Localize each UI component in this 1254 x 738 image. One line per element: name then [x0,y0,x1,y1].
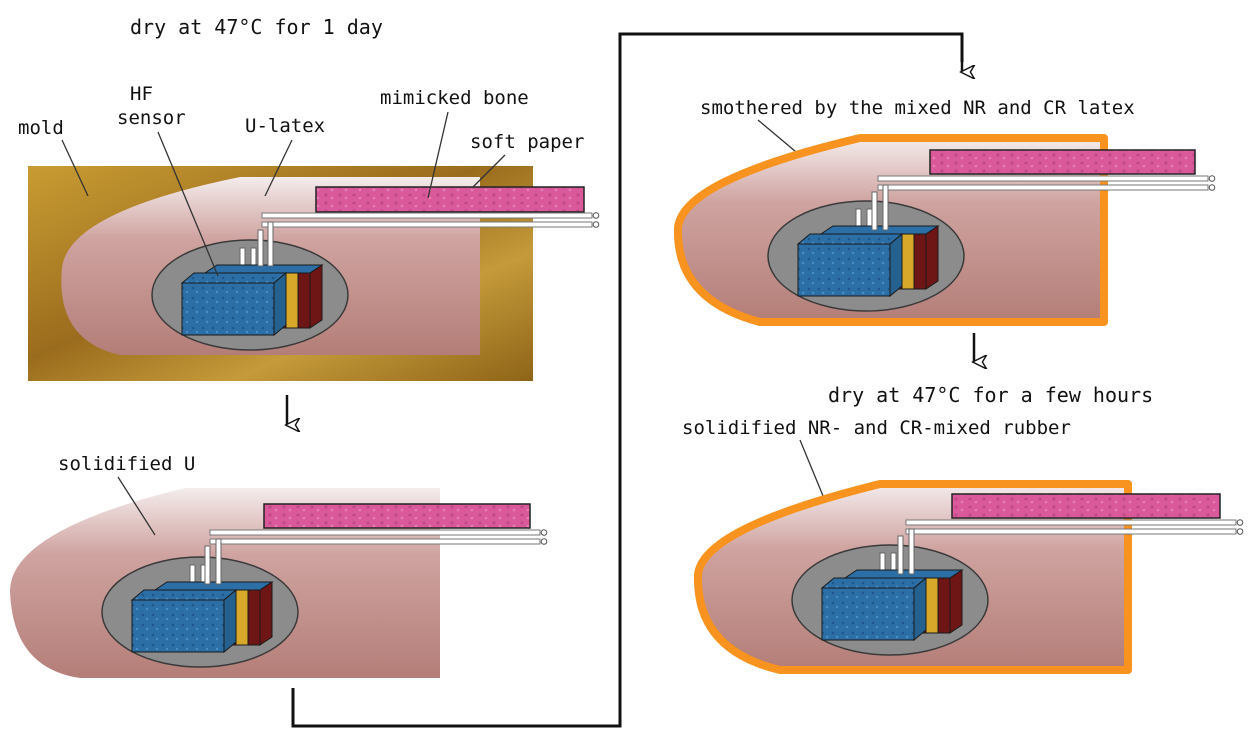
u-latex-label: U-latex [245,115,325,137]
solidified-u-leader [117,476,156,536]
paper-leader [471,154,506,189]
solidified-u-assembly [10,488,548,678]
hf-sensor-3 [767,200,965,312]
smothered-assembly [673,134,1216,326]
u-latex-leader [264,139,293,197]
bone-leader [427,111,449,199]
solidified-rubber-assembly [693,480,1244,674]
mimicked-bone-2 [263,503,531,529]
mold-label: mold [18,117,64,139]
step2-title: dry at 47°C for a few hours [828,383,1153,407]
hf-sensor-2 [101,556,299,668]
mimicked-bone [315,186,585,213]
step1-title: dry at 47°C for 1 day [130,15,383,39]
mimicked-bone-3 [929,149,1196,175]
soft-paper-label: soft paper [470,131,584,153]
solidified-rubber-label: solidified NR- and CR-mixed rubber [682,417,1071,439]
mimicked-bone-label: mimicked bone [380,87,529,109]
hf-sensor-label-line1: HF [130,83,153,105]
mold-leader [61,139,89,197]
connector-step2-to-step3 [291,32,964,728]
solidified-u-label: solidified U [58,453,195,475]
hf-sensor-4 [791,544,989,656]
hf-sensor [151,239,349,351]
smothered-label: smothered by the mixed NR and CR latex [700,97,1135,119]
hf-sensor-label-line2: sensor [117,107,186,129]
hf-sensor-leader [157,131,219,277]
mimicked-bone-4 [951,493,1221,519]
mold-assembly [28,166,600,381]
